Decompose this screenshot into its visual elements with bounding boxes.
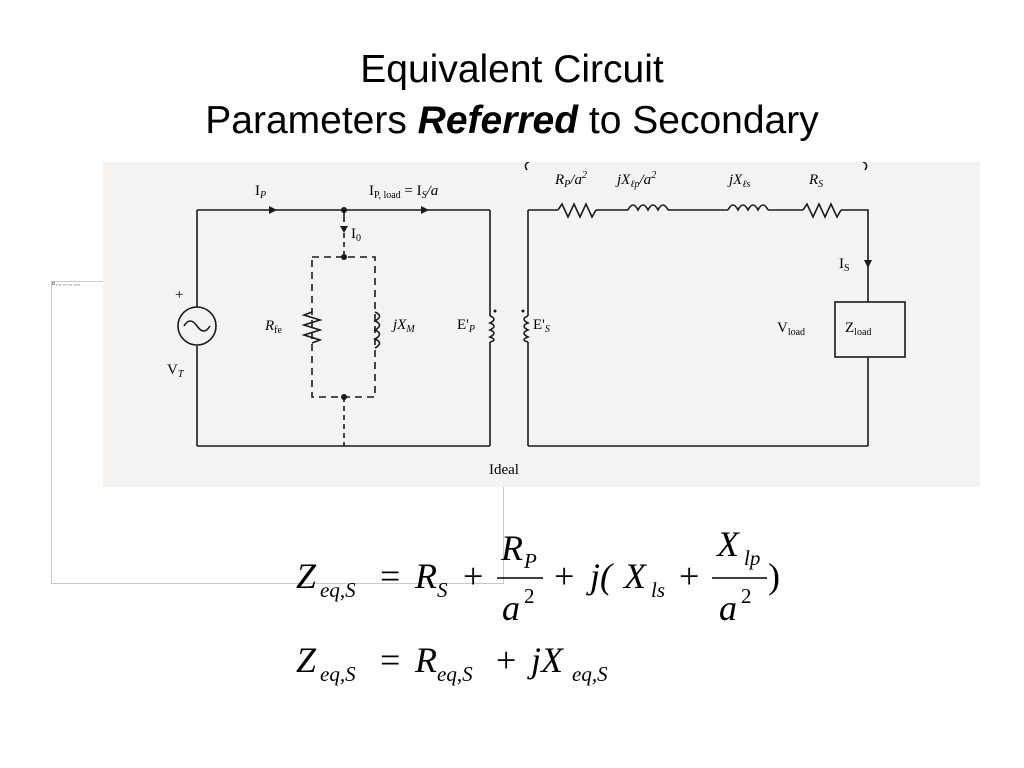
title-line-2: Parameters Referred to Secondary bbox=[0, 95, 1024, 146]
junction-dot bbox=[341, 207, 347, 213]
title-emphasis: Referred bbox=[417, 99, 579, 142]
junction-dot bbox=[341, 254, 347, 260]
ipload-arrow-icon bbox=[421, 206, 429, 214]
sine-icon bbox=[183, 320, 211, 332]
transformer-secondary-coil-icon bbox=[523, 315, 530, 343]
equation-1: Z eq,S = R S + R P a 2 + j( X ls + X lp … bbox=[296, 524, 780, 628]
eq1-z: Z bbox=[296, 556, 317, 596]
circuit-figure: IP IP, load = IS/a I0 Rfe jXM E'P E'S + … bbox=[103, 162, 980, 487]
rp-resistor-icon bbox=[557, 202, 597, 219]
embedded-object-caption: ▪▪▪▪ ▪▪▪ ▪▪▪ ▪▪▪▪▪ bbox=[56, 282, 81, 287]
eq1-frac2-den: a bbox=[719, 588, 737, 628]
label-es: E'S bbox=[533, 317, 550, 335]
rs-resistor-icon bbox=[802, 202, 842, 219]
eq1-plus-2: + bbox=[554, 556, 574, 596]
i0-arrow-icon bbox=[340, 226, 348, 233]
title-line-1: Equivalent Circuit bbox=[360, 48, 664, 91]
is-arrow-icon bbox=[864, 260, 872, 268]
xls-inductor-icon bbox=[727, 204, 769, 212]
eq2-z: Z bbox=[296, 640, 317, 680]
label-rp-a2: RP/a2 bbox=[554, 170, 587, 190]
eq1-plus-1: + bbox=[463, 556, 483, 596]
eq1-x-ls-sub: ls bbox=[651, 578, 665, 602]
label-ideal: Ideal bbox=[489, 462, 519, 478]
dot-marker bbox=[493, 309, 497, 313]
title-line-2-end: to Secondary bbox=[578, 99, 819, 142]
eq2-jx-sub: eq,S bbox=[572, 662, 608, 686]
label-i0: I0 bbox=[351, 226, 361, 244]
magnetizing-inductor-icon bbox=[373, 311, 381, 349]
label-plus: + bbox=[175, 287, 183, 303]
dot-marker bbox=[521, 309, 525, 313]
label-rs: RS bbox=[808, 172, 823, 190]
eq1-close: ) bbox=[768, 556, 780, 596]
eq1-j-open: j( bbox=[586, 556, 614, 596]
label-ep: E'P bbox=[457, 317, 475, 335]
eq1-equals: = bbox=[380, 556, 400, 596]
label-rfe: Rfe bbox=[264, 318, 283, 336]
eq1-r: R bbox=[414, 556, 437, 596]
label-ip-load: IP, load = IS/a bbox=[369, 183, 438, 201]
transformer-primary-coil-icon bbox=[488, 315, 495, 343]
top-brace-right bbox=[862, 162, 868, 171]
eq2-z-sub: eq,S bbox=[320, 662, 356, 686]
eq1-frac1-den-sup: 2 bbox=[524, 584, 535, 608]
core-loss-resistor-icon bbox=[301, 311, 323, 344]
eq1-frac2-num: X bbox=[715, 524, 741, 564]
label-is: IS bbox=[839, 256, 850, 274]
label-vt: VT bbox=[167, 362, 185, 380]
voltage-source-icon bbox=[177, 306, 217, 346]
eq1-z-sub: eq,S bbox=[320, 578, 356, 602]
eq1-frac1-num: R bbox=[500, 528, 523, 568]
eq2-equals: = bbox=[380, 640, 400, 680]
label-jxls: jXℓs bbox=[727, 172, 751, 190]
equivalent-circuit-diagram: IP IP, load = IS/a I0 Rfe jXM E'P E'S + … bbox=[167, 162, 906, 478]
shunt-dashed-rect bbox=[311, 256, 376, 398]
label-jxm: jXM bbox=[391, 317, 415, 335]
eq2-r: R bbox=[414, 640, 437, 680]
label-jxlp-a2: jXℓp/a2 bbox=[615, 170, 656, 190]
eq1-frac2-num-sub: lp bbox=[744, 546, 760, 570]
secondary-top-wire-e bbox=[841, 209, 869, 302]
eq2-plus: + bbox=[496, 640, 516, 680]
title-line-2-start: Parameters bbox=[205, 99, 418, 142]
eq1-plus-3: + bbox=[679, 556, 699, 596]
top-brace-left bbox=[524, 162, 530, 171]
eq1-r-sub: S bbox=[437, 578, 448, 602]
load-impedance-box bbox=[834, 301, 906, 358]
label-ip: IP bbox=[255, 183, 266, 201]
eq1-frac1-num-sub: P bbox=[523, 549, 537, 573]
eq2-r-sub: eq,S bbox=[437, 662, 473, 686]
equation-2: Z eq,S = R eq,S + jX eq,S bbox=[296, 640, 608, 686]
eq1-frac1-den: a bbox=[502, 588, 520, 628]
eq1-frac2-den-sup: 2 bbox=[741, 584, 752, 608]
label-zload: Zload bbox=[845, 320, 871, 338]
eq2-jx: jX bbox=[527, 640, 565, 680]
eq1-x-ls: X bbox=[622, 556, 648, 596]
broken-image-icon bbox=[52, 282, 55, 285]
xlp-inductor-icon bbox=[627, 204, 669, 212]
junction-dot bbox=[341, 394, 347, 400]
label-vload: Vload bbox=[777, 320, 805, 338]
slide-title: Equivalent Circuit Parameters Referred t… bbox=[0, 44, 1024, 146]
ip-arrow-icon bbox=[269, 206, 277, 214]
